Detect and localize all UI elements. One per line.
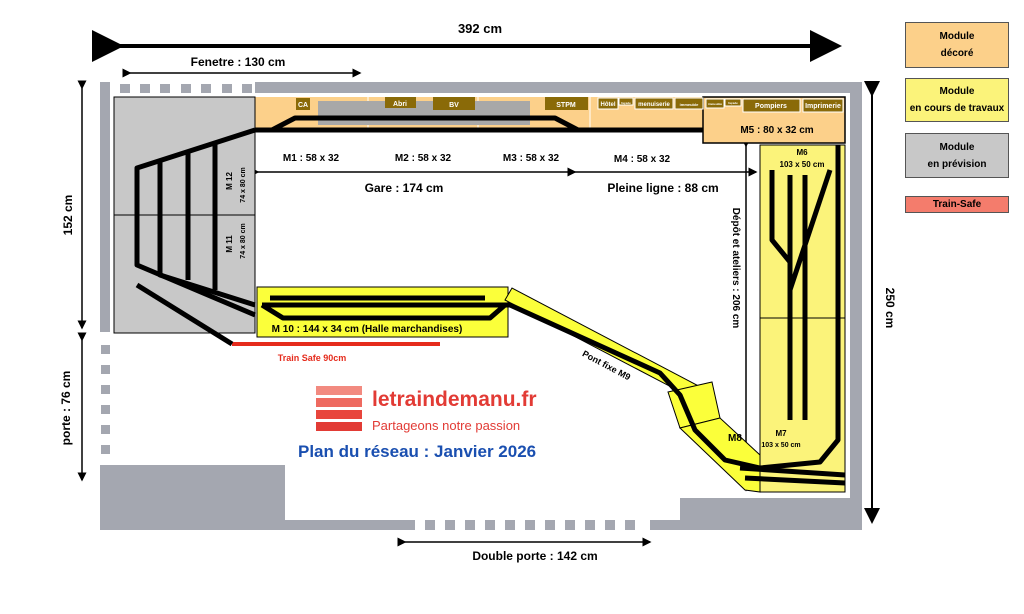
building-hotel: Hôtel xyxy=(601,102,616,108)
tracks xyxy=(134,115,846,486)
double-door-label: Double porte : 142 cm xyxy=(472,549,597,563)
m3-label: M3 : 58 x 32 xyxy=(503,153,560,164)
m11-name: M 11 xyxy=(225,235,234,253)
m10-label: M 10 : 144 x 34 cm (Halle marchandises) xyxy=(272,324,463,335)
bridge-m9 xyxy=(504,287,711,403)
site-name: letraindemanu.fr xyxy=(372,388,537,411)
module-m10 xyxy=(256,286,509,338)
m7-name: M7 xyxy=(775,429,787,438)
m8-label: M8 xyxy=(728,433,742,444)
open-line-label: Pleine ligne : 88 cm xyxy=(607,181,718,195)
legend-line2: décoré xyxy=(940,48,974,59)
window-label: Fenetre : 130 cm xyxy=(191,55,286,69)
m7-size: 103 x 50 cm xyxy=(761,442,800,449)
site-logo-icon xyxy=(316,386,362,434)
building-immeuble: immeuble xyxy=(680,102,699,107)
door-label: porte : 76 cm xyxy=(59,371,73,446)
legend-line2: en cours de travaux xyxy=(909,103,1005,114)
legend-line1: Module xyxy=(939,141,975,153)
room-walls xyxy=(100,82,862,530)
building-immeuble-2: immeuble xyxy=(708,102,722,106)
station-label: Gare : 174 cm xyxy=(365,181,444,195)
m4-label: M4 : 58 x 32 xyxy=(614,154,671,165)
m1-label: M1 : 58 x 32 xyxy=(283,153,340,164)
m11-size: 74 x 80 cm xyxy=(240,223,247,258)
m2-label: M2 : 58 x 32 xyxy=(395,153,452,164)
m12-name: M 12 xyxy=(225,172,234,190)
legend-decorated: Module décoré xyxy=(905,22,1009,68)
legend-line2: en prévision xyxy=(927,158,987,170)
left-height-label: 152 cm xyxy=(61,195,75,236)
legend-in-progress: Module en cours de travaux xyxy=(905,78,1009,122)
legend-line1: Module xyxy=(939,86,975,97)
legend-line1: Train-Safe xyxy=(932,198,982,210)
plan-title: Plan du réseau : Janvier 2026 xyxy=(298,442,537,461)
building-ca: CA xyxy=(298,102,308,109)
door-marks xyxy=(101,345,110,454)
depot-label: Dépôt et ateliers : 206 cm xyxy=(730,208,741,329)
legend-line1: Module xyxy=(939,31,975,42)
train-safe-label: Train Safe 90cm xyxy=(278,353,347,363)
double-door-marks xyxy=(405,520,635,530)
m6-name: M6 xyxy=(796,148,808,157)
site-tagline: Partageons notre passion xyxy=(372,418,521,433)
window-marks xyxy=(120,84,252,93)
right-height-label: 250 cm xyxy=(883,288,897,329)
legend-train-safe: Train-Safe xyxy=(905,196,1009,213)
building-stpm: STPM xyxy=(556,102,576,109)
building-pompiers: Pompiers xyxy=(755,103,787,110)
building-abri: Abri xyxy=(393,101,407,108)
building-imprimerie: Imprimerie xyxy=(805,103,841,110)
building-facade: façade xyxy=(621,101,631,105)
m5-label: M5 : 80 x 32 cm xyxy=(740,125,813,136)
building-facade-2: façade xyxy=(728,101,738,105)
platform xyxy=(318,101,530,125)
total-width-label: 392 cm xyxy=(458,21,502,36)
buildings xyxy=(296,97,844,113)
m12-size: 74 x 80 cm xyxy=(240,167,247,202)
legend-planned: Module en prévision xyxy=(905,133,1009,178)
building-menuiserie: menuiserie xyxy=(638,102,670,108)
building-bv: BV xyxy=(449,102,459,109)
m6-size: 103 x 50 cm xyxy=(780,160,825,169)
